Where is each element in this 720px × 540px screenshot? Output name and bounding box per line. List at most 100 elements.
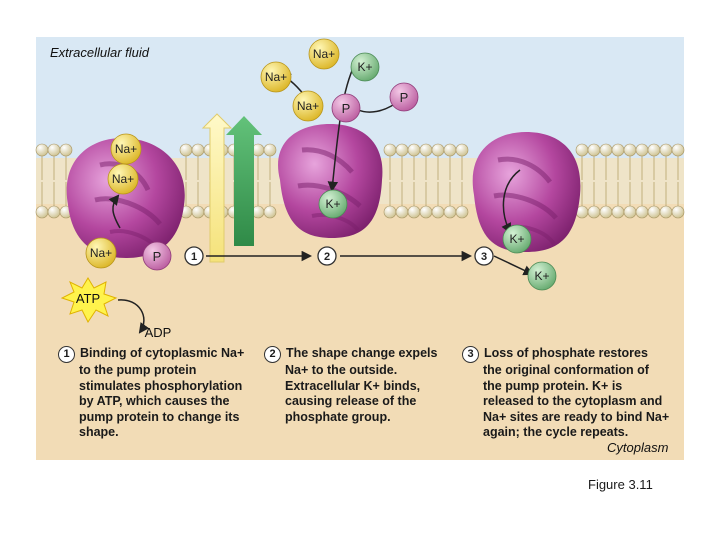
- step-3-line: the original conformation of: [483, 363, 649, 377]
- phosphate-group: P: [389, 82, 419, 112]
- phospholipid-head: [431, 205, 445, 219]
- phospholipid-head: [623, 205, 637, 219]
- na-binding-arrow: [108, 194, 121, 229]
- k-ion: K+: [502, 224, 532, 254]
- na-ion: Na+: [292, 90, 324, 122]
- phospholipid-head: [647, 143, 661, 157]
- k-ion: K+: [527, 261, 557, 291]
- phospholipid-head: [647, 205, 661, 219]
- svg-text:P: P: [342, 101, 351, 116]
- phospholipid-head: [587, 205, 601, 219]
- svg-text:K+: K+: [509, 232, 524, 246]
- phospholipid-head: [455, 205, 469, 219]
- atp-to-adp-arrow: [117, 299, 150, 334]
- step-marker-1: 1: [184, 246, 204, 266]
- phospholipid-head: [263, 143, 277, 157]
- phospholipid-head: [635, 205, 649, 219]
- step-2-number: 2: [264, 346, 281, 363]
- svg-text:Na+: Na+: [90, 246, 112, 260]
- step-2-line: causing release of the: [285, 394, 417, 408]
- phospholipid-head: [659, 143, 673, 157]
- phospholipid-head: [611, 143, 625, 157]
- na-ion: Na+: [260, 61, 292, 93]
- step-3-to-1-arrow: [493, 255, 534, 276]
- step-1-line: pump protein to change its: [79, 409, 240, 424]
- step-marker-2: 2: [317, 246, 337, 266]
- phospholipid-head: [671, 205, 685, 219]
- na-ion: Na+: [85, 237, 117, 269]
- svg-text:P: P: [153, 249, 162, 264]
- step-3-line: released to the cytoplasm and: [483, 394, 663, 408]
- step-3-line: Na+ sites are ready to bind Na+: [483, 409, 670, 424]
- phosphate-group: P: [142, 241, 172, 271]
- na-ion: Na+: [308, 38, 340, 70]
- na-ion: Na+: [110, 133, 142, 165]
- phospholipid-head: [47, 143, 61, 157]
- phospholipid-head: [575, 143, 589, 157]
- phospholipid-head: [35, 205, 49, 219]
- step-3-line: Loss of phosphate restores: [484, 346, 648, 360]
- step-2-line: Extracellular K+ binds,: [285, 378, 421, 393]
- phospholipid-head: [191, 143, 205, 157]
- step-2-line: The shape change expels: [286, 346, 438, 360]
- phospholipid-head: [431, 143, 445, 157]
- atp-label: ATP: [76, 291, 100, 306]
- step-1-line: Binding of cytoplasmic Na+: [80, 346, 245, 360]
- cytoplasm-label: Cytoplasm: [607, 440, 669, 455]
- phospholipid-head: [191, 205, 205, 219]
- step-1-line: shape.: [79, 425, 119, 439]
- svg-text:P: P: [400, 90, 409, 105]
- na-ion: Na+: [107, 163, 139, 195]
- atp-burst: [60, 277, 118, 323]
- phosphate-group: P: [331, 93, 361, 123]
- extracellular-fluid-label: Extracellular fluid: [50, 45, 149, 60]
- step-1-line: by ATP, which causes the: [79, 394, 230, 408]
- phospholipid-head: [47, 205, 61, 219]
- phospholipid-head: [35, 143, 49, 157]
- sodium-gradient-arrow: [201, 113, 233, 263]
- phospholipid-head: [599, 143, 613, 157]
- svg-text:Na+: Na+: [265, 70, 287, 84]
- phospholipid-head: [587, 143, 601, 157]
- phospholipid-head: [635, 143, 649, 157]
- svg-text:K+: K+: [534, 269, 549, 283]
- phospholipid-head: [419, 205, 433, 219]
- k-ion: K+: [318, 189, 348, 219]
- step-3-line: again; the cycle repeats.: [483, 425, 629, 439]
- step-2-line: phosphate group.: [285, 409, 391, 424]
- svg-text:Na+: Na+: [115, 142, 137, 156]
- phospholipid-head: [671, 143, 685, 157]
- step-3-line: the pump protein. K+ is: [483, 378, 623, 393]
- svg-text:K+: K+: [325, 197, 340, 211]
- svg-text:Na+: Na+: [297, 99, 319, 113]
- phospholipid-head: [623, 143, 637, 157]
- phospholipid-head: [395, 143, 409, 157]
- k-release-arrow: [501, 169, 521, 234]
- figure-caption: Figure 3.11: [588, 477, 653, 492]
- step-2-description: 2 The shape change expels Na+ to the outs…: [264, 346, 454, 425]
- phospholipid-head: [419, 143, 433, 157]
- step-1-line: to the pump protein: [79, 363, 197, 377]
- svg-text:3: 3: [481, 251, 487, 263]
- k-ion: K+: [350, 52, 380, 82]
- phospholipid-head: [659, 205, 673, 219]
- phospholipid-head: [179, 143, 193, 157]
- step-2-line: Na+ to the outside.: [285, 363, 398, 377]
- pump-protein-state-2: [278, 124, 383, 238]
- phospholipid-head: [455, 143, 469, 157]
- phospholipid-head: [263, 205, 277, 219]
- adp-label: ADP: [145, 325, 172, 340]
- svg-text:1: 1: [191, 251, 197, 263]
- phospholipid-head: [443, 205, 457, 219]
- phospholipid-head: [443, 143, 457, 157]
- phospholipid-head: [407, 143, 421, 157]
- phospholipid-head: [395, 205, 409, 219]
- phospholipid-head: [599, 205, 613, 219]
- phospholipid-head: [611, 205, 625, 219]
- step-1-line: stimulates phosphorylation: [79, 378, 243, 393]
- phospholipid-head: [383, 143, 397, 157]
- phospholipid-head: [383, 205, 397, 219]
